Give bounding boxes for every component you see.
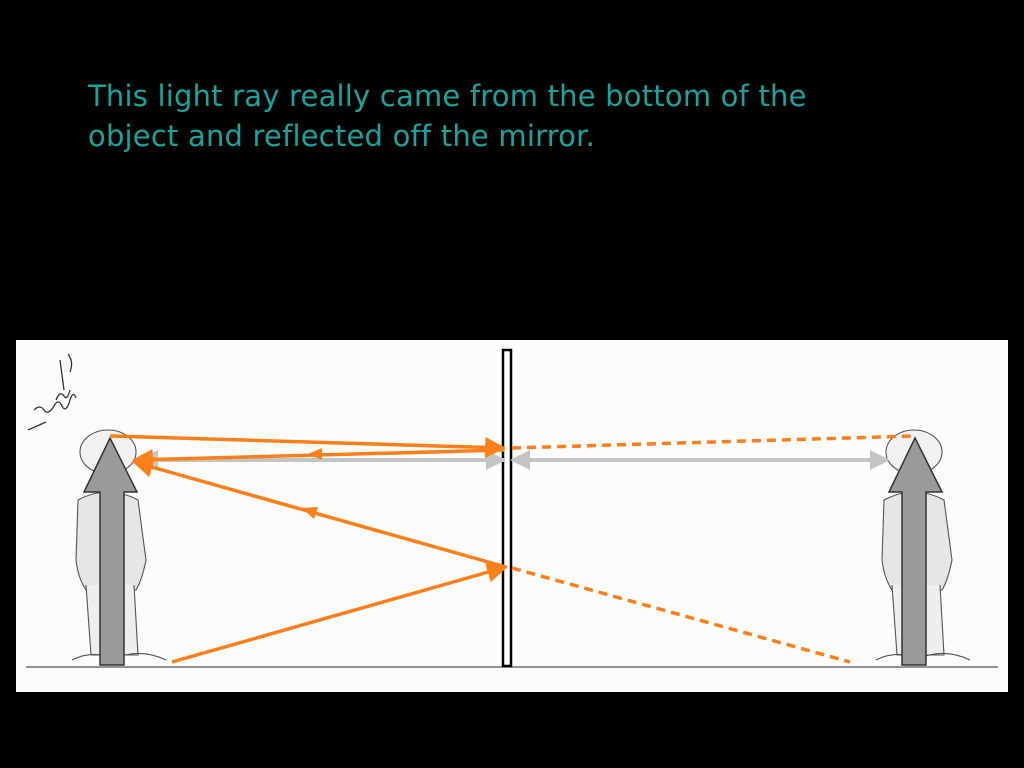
- caption-line-1: This light ray really came from the bott…: [88, 79, 807, 113]
- caption-line-2: object and reflected off the mirror.: [88, 119, 595, 153]
- bottom-ray-incident: [171, 562, 509, 664]
- top-ray-incident: [109, 434, 507, 458]
- artist-signature: [27, 353, 77, 431]
- mirror: [501, 348, 513, 668]
- top-ray-reflected-midarrow: [308, 448, 322, 460]
- mirror-diagram: [26, 348, 998, 668]
- object-arrow: [82, 436, 139, 666]
- bottom-ray-reflected-midarrow: [302, 507, 318, 519]
- bottom-ray-reflected: [131, 457, 507, 569]
- top-ray-virtual: [511, 434, 915, 450]
- slide-caption: This light ray really came from the bott…: [88, 76, 948, 156]
- diagram-panel: [16, 340, 1008, 692]
- bottom-ray-virtual: [511, 566, 851, 664]
- image-arrow: [887, 436, 944, 666]
